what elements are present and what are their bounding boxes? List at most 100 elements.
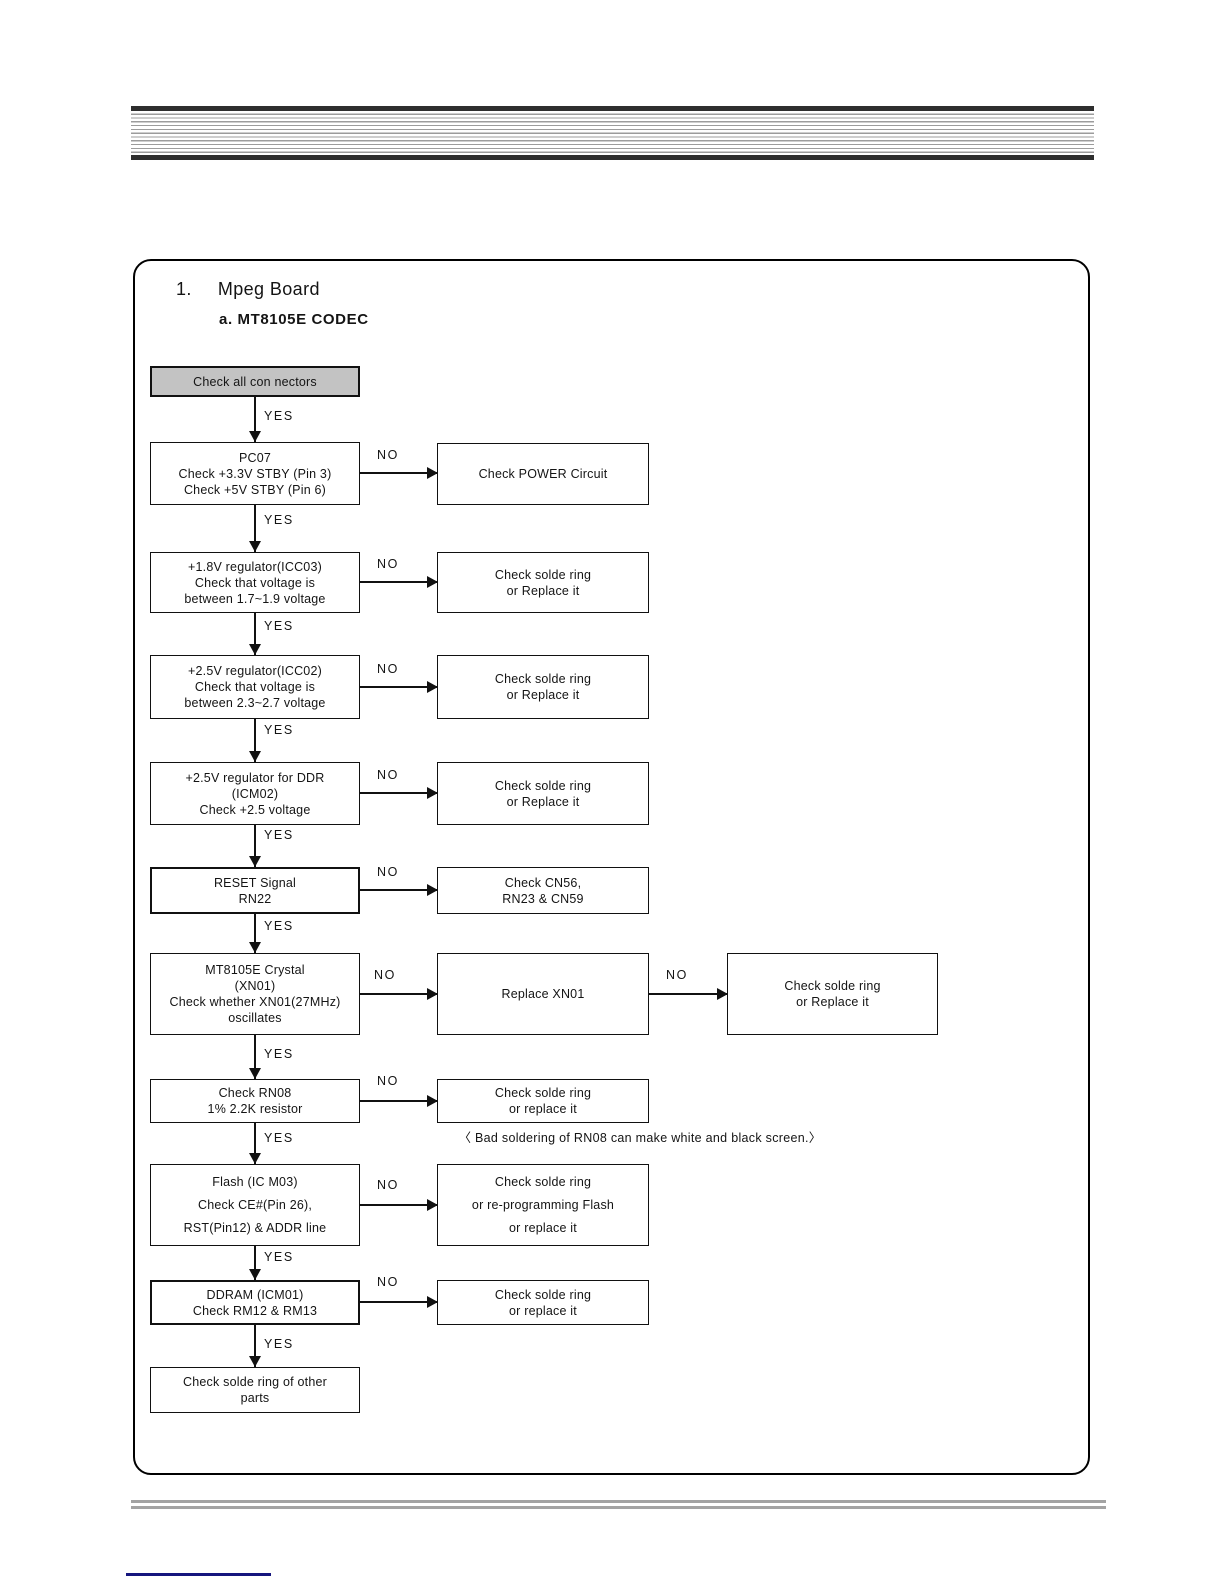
text-line: MT8105E Crystal	[205, 963, 305, 977]
text-line: between 1.7~1.9 voltage	[184, 591, 326, 606]
arrow-down-icon	[249, 397, 261, 442]
text-line: oscillates	[228, 1011, 282, 1025]
flow-box-solder3: Check solde ring or Replace it	[437, 762, 649, 825]
flow-box-start: Check all con nectors	[150, 366, 360, 397]
text-line: Check solde ring	[494, 778, 592, 793]
label-no: NO	[377, 1178, 399, 1192]
text-line: Check all con nectors	[193, 374, 317, 389]
flow-box-solder4: Check solde ring or Replace it	[727, 953, 938, 1035]
label-yes: YES	[264, 723, 294, 737]
text-line: (XN01)	[234, 979, 276, 993]
text-line: Check solde ring	[784, 979, 881, 993]
text-line: Check that voltage is	[194, 680, 316, 694]
label-yes: YES	[264, 1337, 294, 1351]
text-line: DDRAM (ICM01)	[206, 1287, 304, 1302]
flow-box-pc07: PC07 Check +3.3V STBY (Pin 3) Check +5V …	[150, 442, 360, 505]
label-yes: YES	[264, 828, 294, 842]
text-line: Replace XN01	[501, 987, 585, 1001]
label-no: NO	[377, 1275, 399, 1289]
text-line: or Replace it	[506, 583, 580, 598]
text-line: Check that voltage is	[194, 575, 316, 590]
text-line: or replace it	[509, 1221, 577, 1235]
text-line: Check RM12 & RM13	[192, 1303, 318, 1318]
text-line: RN22	[238, 891, 272, 906]
label-no: NO	[377, 448, 399, 462]
text-line: Check solde ring	[494, 1086, 592, 1100]
text-line: PC07	[238, 450, 272, 465]
arrow-down-icon	[249, 825, 261, 867]
header-stripe-band	[131, 106, 1094, 160]
label-no: NO	[374, 968, 396, 982]
flow-box-reg18: +1.8V regulator(ICC03) Check that voltag…	[150, 552, 360, 613]
text-line: Check +2.5 voltage	[199, 802, 311, 817]
flow-box-replace-xn01: Replace XN01	[437, 953, 649, 1035]
text-line: Check CE#(Pin 26),	[197, 1198, 313, 1212]
text-line: Check solde ring	[494, 672, 592, 686]
label-no: NO	[377, 1074, 399, 1088]
flow-box-regddr: +2.5V regulator for DDR (ICM02) Check +2…	[150, 762, 360, 825]
rn08-note: 〈 Bad soldering of RN08 can make white a…	[458, 1131, 822, 1145]
text-line: Check CN56,	[504, 875, 582, 890]
label-no: NO	[377, 557, 399, 571]
section-number: 1.	[176, 279, 192, 299]
label-yes: YES	[264, 619, 294, 633]
label-yes: YES	[264, 409, 294, 423]
flow-box-power: Check POWER Circuit	[437, 443, 649, 505]
arrow-right-icon	[360, 681, 438, 693]
text-line: or replace it	[509, 1102, 577, 1116]
text-line: or Replace it	[506, 794, 580, 809]
text-line: Check +3.3V STBY (Pin 3)	[178, 466, 332, 481]
text-line: parts	[240, 1391, 270, 1405]
text-line: Check +5V STBY (Pin 6)	[183, 482, 327, 497]
section-title: 1. Mpeg Board	[176, 279, 320, 300]
flow-box-solder5: Check solde ring or replace it	[437, 1079, 649, 1123]
arrow-down-icon	[249, 505, 261, 552]
arrow-right-icon	[360, 1296, 438, 1308]
text-line: Flash (IC M03)	[212, 1175, 298, 1189]
text-line: or Replace it	[506, 688, 580, 702]
label-no: NO	[377, 768, 399, 782]
text-line: RST(Pin12) & ADDR line	[183, 1221, 327, 1235]
arrow-down-icon	[249, 1035, 261, 1079]
flow-box-ddram: DDRAM (ICM01) Check RM12 & RM13	[150, 1280, 360, 1325]
text-line: between 2.3~2.7 voltage	[184, 696, 326, 710]
text-line: Check solde ring	[494, 1287, 592, 1302]
arrow-down-icon	[249, 719, 261, 762]
text-line: or replace it	[509, 1303, 577, 1318]
arrow-down-icon	[249, 1123, 261, 1164]
text-line: Check solde ring of other	[183, 1375, 327, 1389]
label-yes: YES	[264, 919, 294, 933]
footer-rule-top	[131, 1500, 1106, 1503]
arrow-right-icon	[360, 576, 438, 588]
arrow-right-icon	[649, 988, 728, 1000]
arrow-down-icon	[249, 914, 261, 953]
section-title-text: Mpeg Board	[217, 279, 320, 299]
arrow-right-icon	[360, 1199, 438, 1211]
arrow-down-icon	[249, 1246, 261, 1280]
text-line: Check solde ring	[494, 1175, 592, 1189]
text-line: (ICM02)	[231, 786, 279, 801]
arrow-right-icon	[360, 787, 438, 799]
arrow-right-icon	[360, 884, 438, 896]
flow-box-reset: RESET Signal RN22	[150, 867, 360, 914]
arrow-right-icon	[360, 1095, 438, 1107]
flow-box-solder6: Check solde ring or replace it	[437, 1280, 649, 1325]
flow-box-final: Check solde ring of other parts	[150, 1367, 360, 1413]
text-line: RESET Signal	[213, 875, 297, 890]
label-yes: YES	[264, 513, 294, 527]
flow-box-rn08: Check RN08 1% 2.2K resistor	[150, 1079, 360, 1123]
text-line: +2.5V regulator(ICC02)	[188, 664, 322, 678]
text-line: Check RN08	[218, 1086, 292, 1100]
text-line: Check solde ring	[494, 567, 592, 582]
footer-blue-mark	[126, 1573, 271, 1576]
label-yes: YES	[264, 1131, 294, 1145]
flow-box-reg25: +2.5V regulator(ICC02) Check that voltag…	[150, 655, 360, 719]
footer-rule-bottom	[131, 1506, 1106, 1509]
flow-box-crystal: MT8105E Crystal (XN01) Check whether XN0…	[150, 953, 360, 1035]
flow-box-cn56: Check CN56, RN23 & CN59	[437, 867, 649, 914]
arrow-down-icon	[249, 1325, 261, 1367]
arrow-right-icon	[360, 988, 438, 1000]
text-line: Check POWER Circuit	[478, 467, 608, 481]
text-line: +2.5V regulator for DDR	[185, 770, 325, 785]
